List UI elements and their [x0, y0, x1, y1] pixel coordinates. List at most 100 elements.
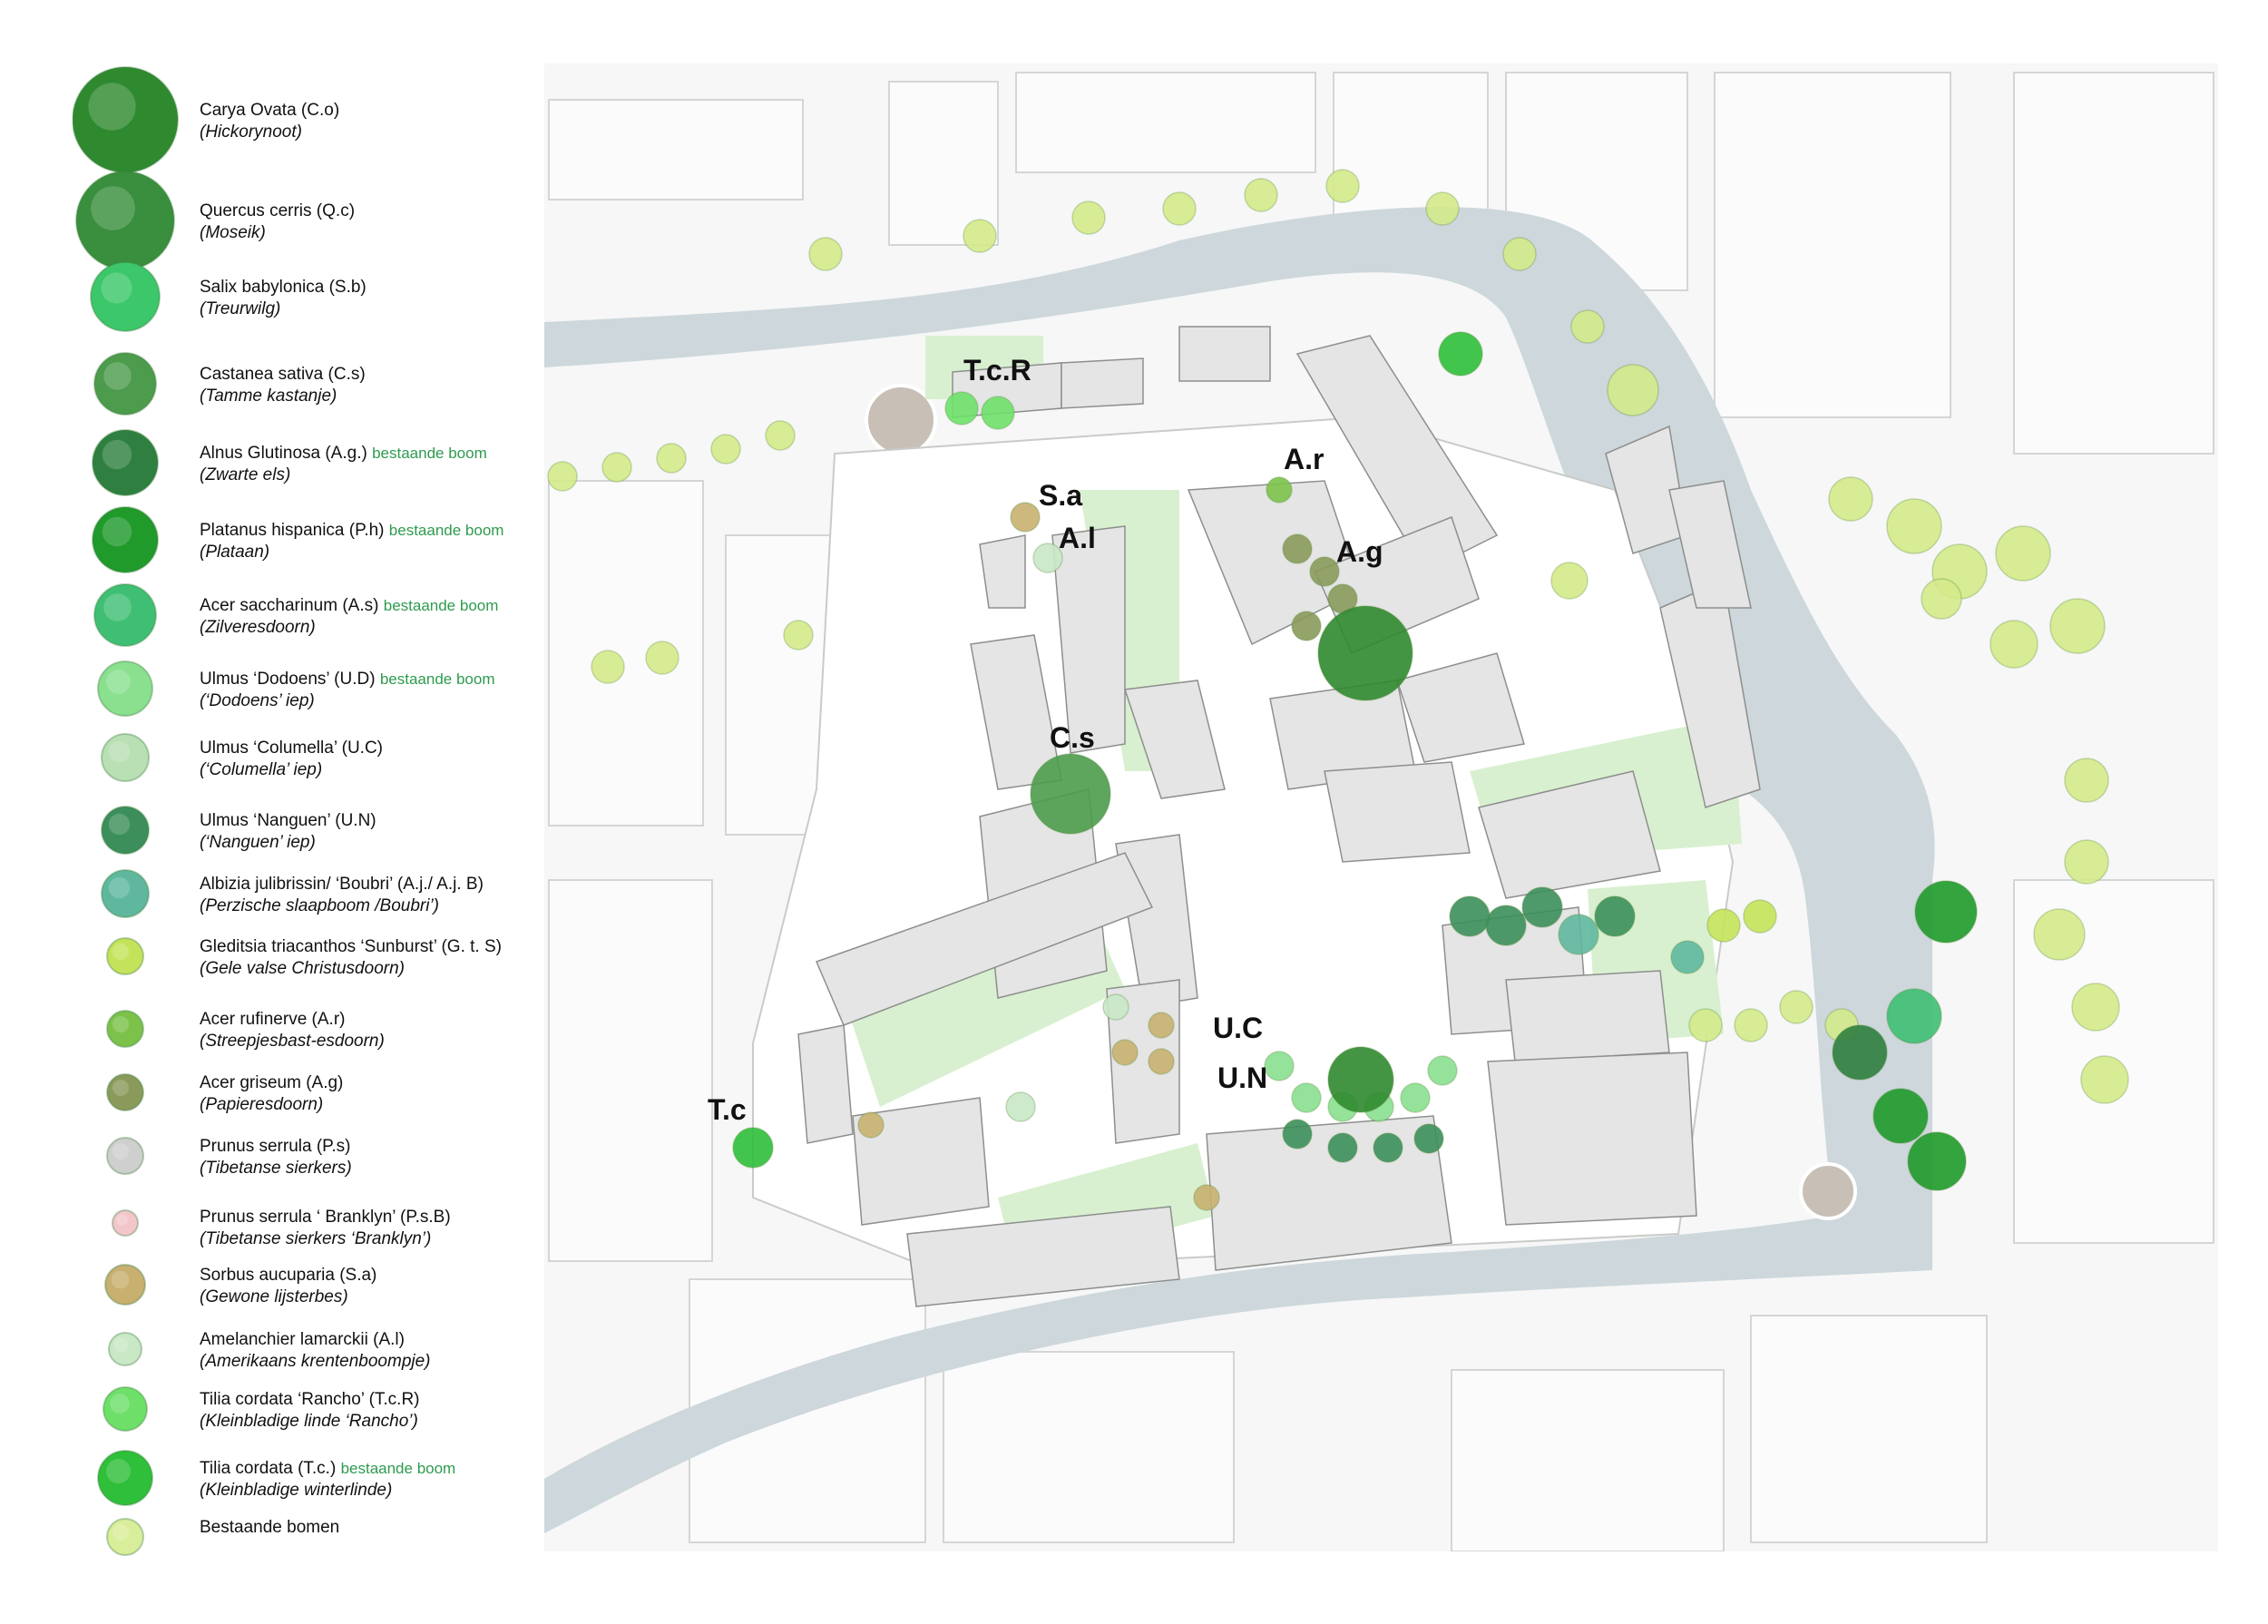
legend-item: Gleditsia triacanthos ‘Sunburst’ (G. t. … [64, 934, 553, 1016]
tree-canopy [1148, 1012, 1175, 1039]
tree-canopy [2064, 758, 2109, 803]
legend-item: Carya Ovata (C.o) (Hickorynoot) [64, 64, 553, 172]
legend-common-name: (‘Dodoens’ iep) [200, 691, 315, 710]
legend-common-name: (Amerikaans krentenboompje) [200, 1352, 431, 1371]
tree-canopy [1995, 525, 2051, 582]
tree-canopy [765, 420, 796, 451]
legend-item: Bestaande bomen [64, 1515, 553, 1597]
legend-species-name: Prunus serrula (P.s) [200, 1137, 351, 1156]
tree-canopy [1266, 476, 1293, 504]
legend-common-name: (Treurwilg) [200, 299, 281, 318]
canal-water [544, 207, 1935, 1533]
legend-species-name: Acer rufinerve (A.r) [200, 1010, 346, 1029]
legend-item: Castanea sativa (C.s)(Tamme kastanje) [64, 349, 553, 431]
legend-existing-note: bestaande boom [383, 597, 499, 614]
legend-item: Prunus serrula ‘ Branklyn’ (P.s.B)(Tibet… [64, 1207, 553, 1288]
tree-canopy [2049, 598, 2106, 654]
tree-canopy [1030, 753, 1111, 835]
tree-canopy [1550, 562, 1589, 600]
acer-saccharinum-icon [93, 583, 157, 647]
legend-common-name: (Streepjesbast-esdoorn) [200, 1032, 385, 1051]
tree-canopy [1010, 502, 1041, 533]
legend-species-name: Ulmus ‘Columella’ (U.C) [200, 739, 383, 758]
legend-species-name: Albizia julibrissin/ ‘Boubri’ (A.j./ A.j… [200, 875, 484, 894]
legend-item: Albizia julibrissin/ ‘Boubri’ (A.j./ A.j… [64, 866, 553, 948]
castanea-sativa-icon [93, 352, 157, 416]
gleditsia-triacanthos-icon [106, 937, 144, 975]
carya-ovata-icon [73, 66, 179, 172]
tree-canopy [1325, 169, 1360, 203]
legend-common-name: (Gewone lijsterbes) [200, 1287, 348, 1306]
tree-canopy [547, 461, 578, 492]
legend-species-name: Acer saccharinum (A.s) [200, 596, 379, 615]
tree-canopy [1886, 988, 1942, 1044]
tree-canopy [1607, 364, 1659, 416]
tilia-rancho-icon [103, 1386, 148, 1432]
tree-canopy [1193, 1184, 1220, 1211]
tree-canopy [656, 443, 687, 474]
tree-canopy [963, 219, 997, 253]
legend-common-name: (Tibetanse sierkers) [200, 1159, 352, 1178]
legend-common-name: (Kleinbladige linde ‘Rancho’) [200, 1412, 418, 1431]
tree-canopy [1743, 899, 1777, 934]
legend-item: Ulmus ‘Columella’ (U.C)(‘Columella’ iep) [64, 730, 553, 812]
tree-canopy [1734, 1008, 1768, 1042]
legend-species-name: Carya Ovata (C.o) [200, 101, 340, 120]
legend-existing-note: bestaande boom [340, 1460, 456, 1477]
roundabout-south [1799, 1162, 1857, 1220]
legend-common-name: (Moseik) [200, 223, 266, 242]
tree-canopy [1670, 940, 1705, 974]
tree-canopy [1282, 1119, 1313, 1150]
ulmus-columella-icon [101, 733, 150, 782]
tree-canopy [1989, 620, 2038, 669]
canal-branch [1833, 771, 1887, 880]
legend-common-name: (Gele valse Christusdoorn) [200, 959, 405, 978]
tree-canopy [1449, 895, 1491, 937]
tree-canopy [732, 1127, 774, 1169]
site-plan-drawing [544, 64, 2218, 1552]
map-label-tcr: T.c.R [963, 354, 1031, 386]
legend-common-name: (Papieresdoorn) [200, 1095, 324, 1114]
tree-canopy [1244, 178, 1278, 212]
legend-existing-note: bestaande boom [388, 522, 504, 539]
legend-item: Tilia cordata (T.c.) bestaande boom(Klei… [64, 1447, 553, 1529]
tree-canopy [2071, 983, 2120, 1032]
platanus-hispanica-icon [92, 506, 159, 573]
tree-canopy [1828, 476, 1873, 522]
legend-common-name: (Zilveresdoorn) [200, 618, 316, 637]
legend-common-name: (‘Nanguen’ iep) [200, 833, 316, 852]
legend-species-name: Acer griseum (A.g) [200, 1073, 344, 1092]
roundabout-north [865, 384, 937, 456]
map-label-ar: A.r [1284, 443, 1325, 475]
tree-canopy [1373, 1132, 1403, 1163]
tree-canopy [1914, 880, 1978, 944]
tree-canopy [2033, 908, 2086, 961]
tree-canopy [808, 237, 843, 271]
legend-species-name: Tilia cordata ‘Rancho’ (T.c.R) [200, 1390, 420, 1409]
tree-canopy [1327, 1132, 1358, 1163]
tree-canopy [1558, 914, 1599, 955]
legend-item: Quercus cerris (Q.c)(Moseik) [64, 168, 553, 270]
tree-canopy [1427, 1055, 1458, 1086]
legend-common-name: (Hickorynoot) [200, 122, 302, 142]
prunus-branklyn-icon [112, 1209, 139, 1237]
tree-canopy [1502, 237, 1537, 271]
legend-species-name: Gleditsia triacanthos ‘Sunburst’ (G. t. … [200, 937, 502, 956]
legend-existing-note: bestaande boom [379, 670, 495, 688]
legend-item: Acer rufinerve (A.r) (Streepjesbast-esdoo… [64, 1007, 553, 1089]
tree-canopy [1438, 331, 1483, 377]
tree-canopy [591, 650, 625, 684]
alnus-glutinosa-icon [92, 429, 159, 496]
legend-common-name: (Plataan) [200, 543, 270, 562]
tree-canopy [710, 434, 741, 465]
tree-canopy [1291, 1082, 1322, 1113]
map-label-uc: U.C [1213, 1012, 1264, 1044]
tree-canopies [547, 169, 2129, 1211]
legend-item: Platanus hispanica (P.h) bestaande boom(… [64, 504, 553, 585]
map-label-cs: C.s [1050, 721, 1095, 754]
legend-item: Prunus serrula (P.s) (Tibetanse sierkers) [64, 1134, 553, 1216]
legend-species-name: Castanea sativa (C.s) [200, 365, 366, 384]
legend-item: Acer griseum (A.g) (Papieresdoorn) [64, 1071, 553, 1152]
ulmus-dodoens-icon [97, 660, 153, 717]
legend-species-name: Amelanchier lamarckii (A.l) [200, 1330, 405, 1349]
